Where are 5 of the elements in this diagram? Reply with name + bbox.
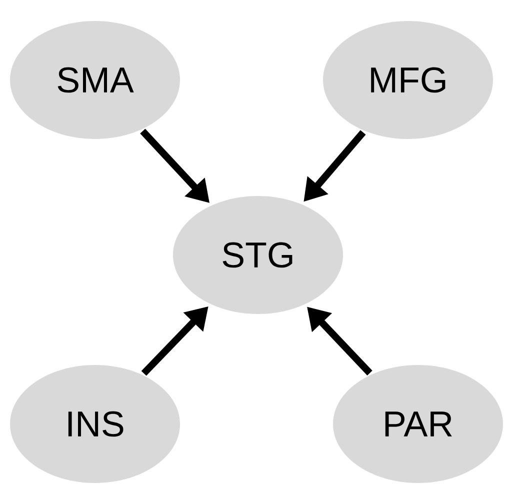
ellipse-node: INS <box>10 364 180 483</box>
ellipse-node: SMA <box>10 21 180 139</box>
ellipse-node: MFG <box>323 21 493 139</box>
ellipse-node: STG <box>173 196 343 314</box>
ellipse-node: PAR <box>333 364 503 483</box>
